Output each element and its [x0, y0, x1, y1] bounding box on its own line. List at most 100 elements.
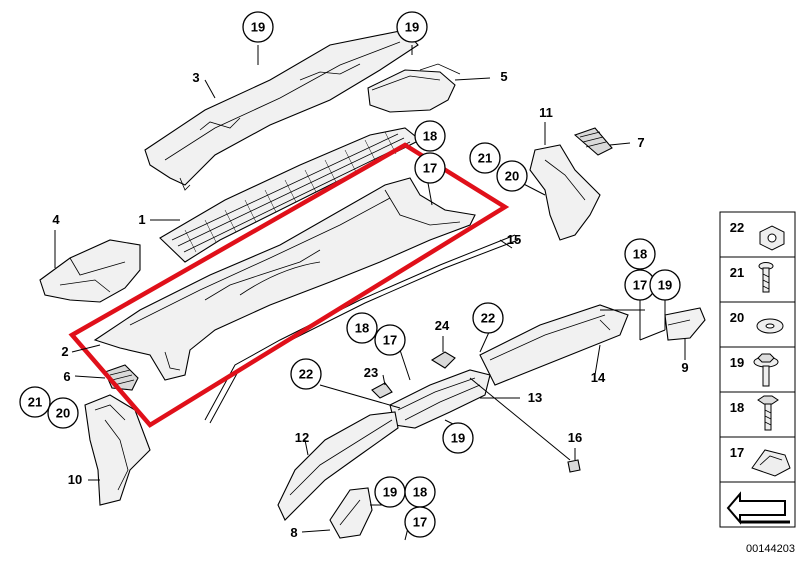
- svg-text:19: 19: [658, 278, 672, 293]
- callout-18d: 18: [404, 476, 436, 508]
- part-1-filter: [159, 127, 422, 263]
- part-23-clip: [371, 382, 393, 399]
- svg-text:22: 22: [730, 220, 744, 235]
- svg-text:20: 20: [730, 310, 744, 325]
- svg-text:23: 23: [364, 365, 378, 380]
- legend-row-19: 19: [730, 353, 779, 387]
- legend-row-22: 22: [730, 220, 785, 251]
- washer-icon: [756, 318, 784, 334]
- callout-15: 15: [507, 232, 521, 247]
- svg-text:24: 24: [435, 318, 450, 333]
- svg-text:21: 21: [478, 151, 492, 166]
- part-11-bracket: [529, 144, 601, 241]
- part-13-housing: [389, 369, 491, 429]
- arrow-icon: [726, 491, 790, 525]
- svg-text:12: 12: [295, 430, 309, 445]
- callout-20b: 20: [47, 397, 79, 429]
- svg-text:10: 10: [68, 472, 82, 487]
- callout-18c: 18: [346, 312, 378, 344]
- svg-text:3: 3: [192, 70, 199, 85]
- callout-17b: 17: [624, 269, 656, 301]
- svg-text:13: 13: [528, 390, 542, 405]
- callout-10: 10: [68, 472, 82, 487]
- callout-7: 7: [637, 135, 644, 150]
- callout-5: 5: [500, 69, 507, 84]
- svg-text:18: 18: [423, 129, 437, 144]
- callout-22b: 22: [290, 358, 322, 390]
- legend-row-18: 18: [730, 395, 779, 431]
- hex-bolt-icon: [753, 353, 779, 387]
- svg-text:8: 8: [290, 525, 297, 540]
- callout-18a: 18: [414, 120, 446, 152]
- callout-17d: 17: [404, 506, 436, 538]
- svg-text:9: 9: [681, 360, 688, 375]
- callout-21b: 21: [19, 386, 51, 418]
- callout-17c: 17: [374, 324, 406, 356]
- svg-text:19: 19: [383, 485, 397, 500]
- part-7-grille: [573, 127, 613, 156]
- callout-13: 13: [528, 390, 542, 405]
- svg-text:18: 18: [413, 485, 427, 500]
- part-3-cover: [144, 29, 419, 191]
- svg-text:17: 17: [730, 445, 744, 460]
- callout-16: 16: [568, 430, 582, 445]
- svg-text:1: 1: [138, 212, 145, 227]
- svg-text:18: 18: [633, 247, 647, 262]
- svg-text:19: 19: [405, 20, 419, 35]
- legend-row-20: 20: [730, 310, 784, 334]
- screw-icon: [758, 262, 774, 293]
- part-14-panel: [479, 304, 629, 386]
- callout-20a: 20: [496, 160, 528, 192]
- callout-3: 3: [192, 70, 199, 85]
- legend-row-21: 21: [730, 262, 774, 293]
- legend-row-17: 17: [730, 445, 791, 477]
- svg-text:11: 11: [539, 105, 553, 120]
- callout-1: 1: [138, 212, 145, 227]
- callout-17a: 17: [414, 152, 446, 184]
- svg-text:19: 19: [730, 355, 744, 370]
- callout-19e: 19: [374, 476, 406, 508]
- callout-4: 4: [52, 212, 60, 227]
- svg-text:21: 21: [28, 395, 42, 410]
- svg-text:6: 6: [63, 369, 70, 384]
- svg-text:17: 17: [423, 161, 437, 176]
- part-24-clip: [430, 351, 456, 369]
- callout-23: 23: [364, 365, 378, 380]
- callout-21a: 21: [469, 142, 501, 174]
- callout-6: 6: [63, 369, 70, 384]
- callout-24: 24: [435, 318, 450, 333]
- part-4-housing: [39, 239, 141, 303]
- svg-text:17: 17: [633, 278, 647, 293]
- svg-text:18: 18: [730, 400, 744, 415]
- part-12-panel: [277, 411, 399, 521]
- fastener-legend: 22 21 20 19: [719, 211, 796, 528]
- svg-text:20: 20: [505, 169, 519, 184]
- svg-text:20: 20: [56, 406, 70, 421]
- svg-text:22: 22: [299, 367, 313, 382]
- legend-row-arrow: [726, 491, 790, 525]
- svg-text:5: 5: [500, 69, 507, 84]
- svg-text:18: 18: [355, 321, 369, 336]
- highlight-frame: [68, 142, 510, 428]
- svg-text:17: 17: [383, 333, 397, 348]
- callout-18b: 18: [624, 238, 656, 270]
- svg-text:14: 14: [591, 370, 606, 385]
- svg-text:21: 21: [730, 265, 744, 280]
- callout-19c: 19: [649, 269, 681, 301]
- part-10-support: [84, 394, 151, 506]
- callout-19d: 19: [442, 422, 474, 454]
- part-8-bracket: [329, 487, 373, 539]
- spring-clip-icon: [751, 449, 791, 477]
- svg-text:15: 15: [507, 232, 521, 247]
- callout-19b: 19: [396, 11, 428, 43]
- part-5-housing: [367, 63, 461, 113]
- part-9-bracket: [664, 307, 706, 341]
- svg-text:4: 4: [52, 212, 60, 227]
- part-2-cowl-panel: [93, 177, 476, 381]
- callout-14: 14: [591, 370, 606, 385]
- callout-22a: 22: [472, 302, 504, 334]
- callout-9: 9: [681, 360, 688, 375]
- svg-text:17: 17: [413, 515, 427, 530]
